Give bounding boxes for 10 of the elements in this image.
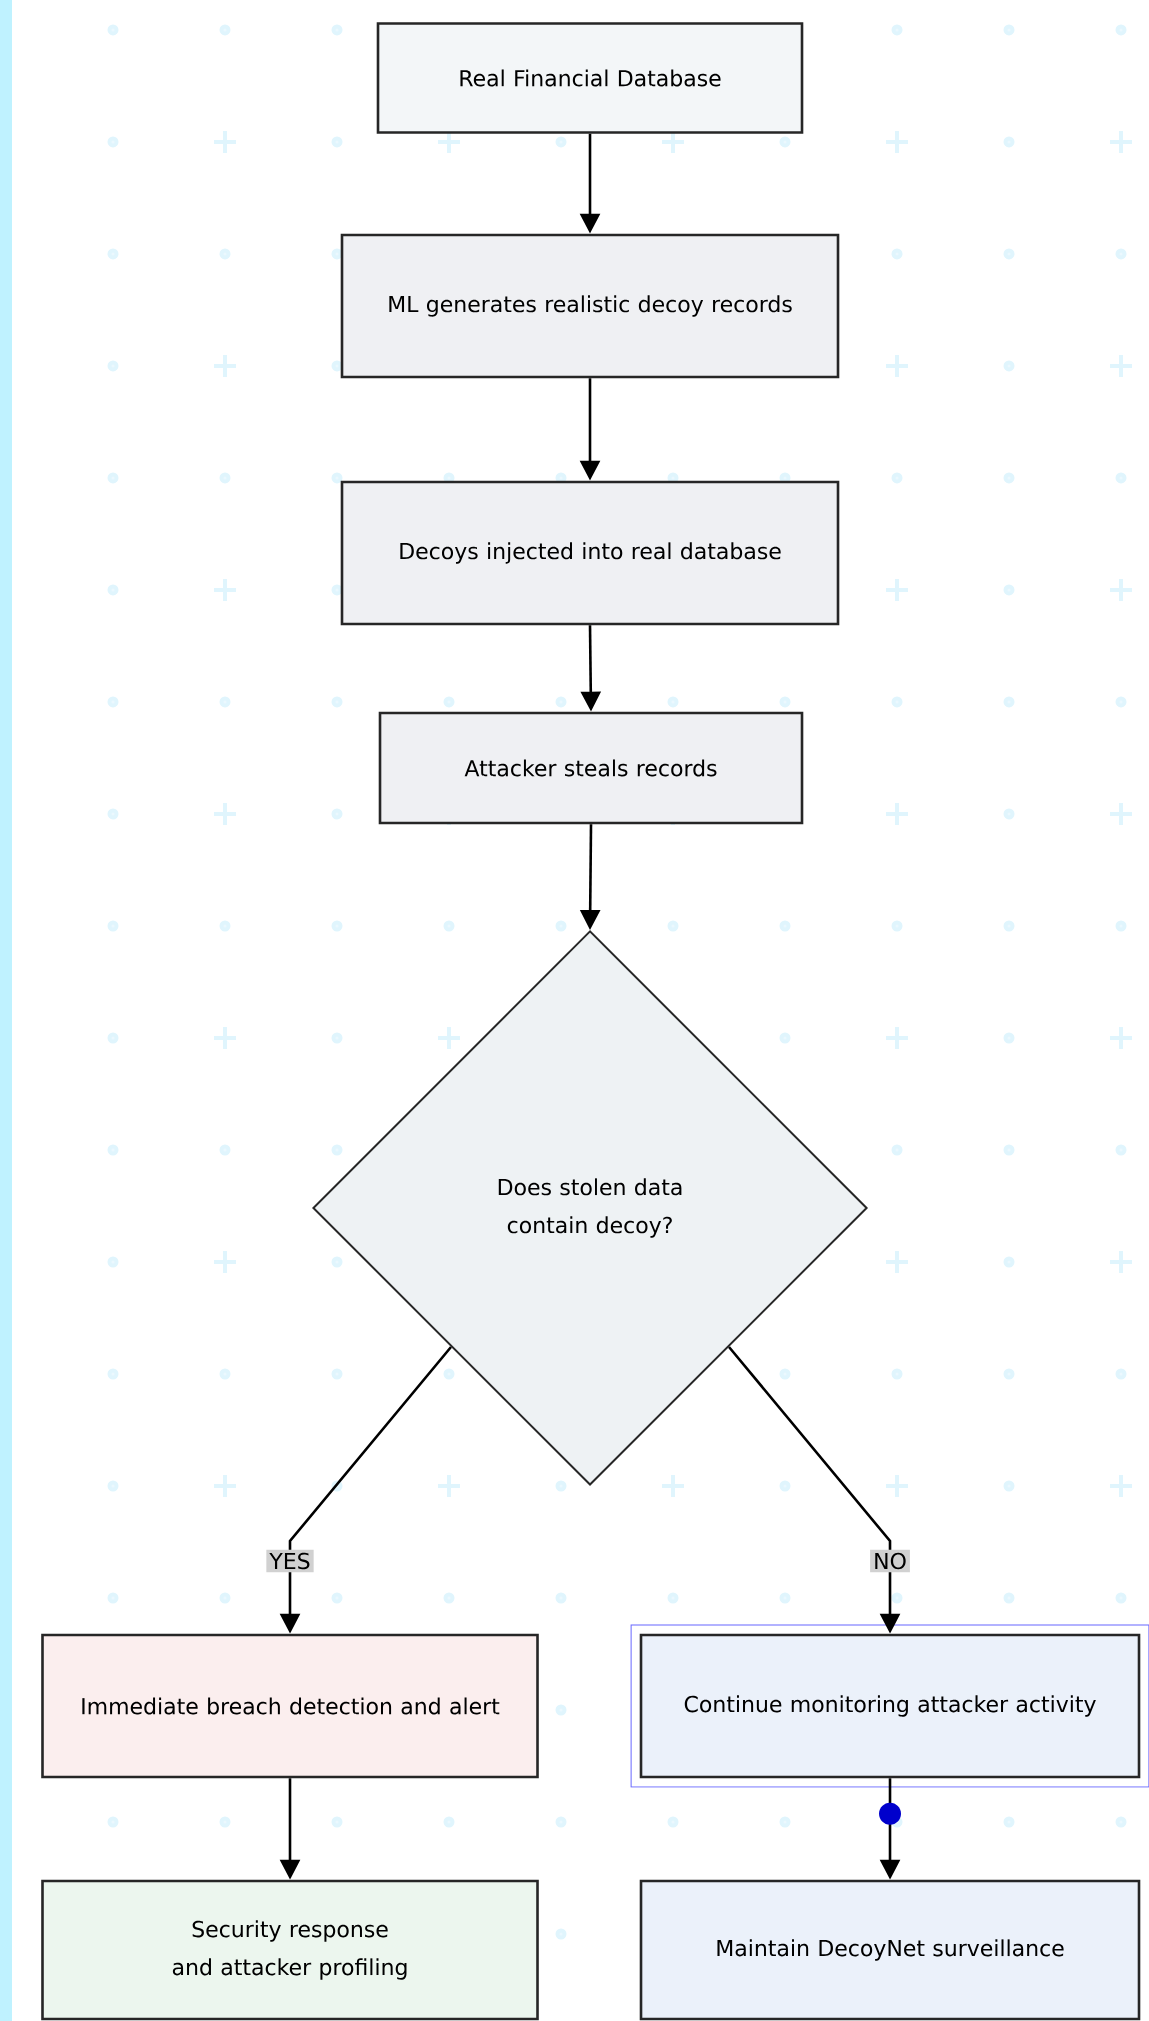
process-box: Decoys injected into real database <box>340 480 840 626</box>
process-box: ML generates realistic decoy records <box>340 233 840 379</box>
process-box: Continue monitoring attacker activity <box>639 1633 1141 1779</box>
process-box: Maintain DecoyNet surveillance <box>639 1879 1141 2021</box>
process-box: Security response and attacker profiling <box>41 1879 539 2021</box>
process-box: Real Financial Database <box>376 22 804 134</box>
process-box: Immediate breach detection and alert <box>41 1633 539 1779</box>
edge-label: YES <box>266 1549 314 1573</box>
edge-label: NO <box>870 1549 910 1573</box>
process-box: Attacker steals records <box>378 711 804 825</box>
